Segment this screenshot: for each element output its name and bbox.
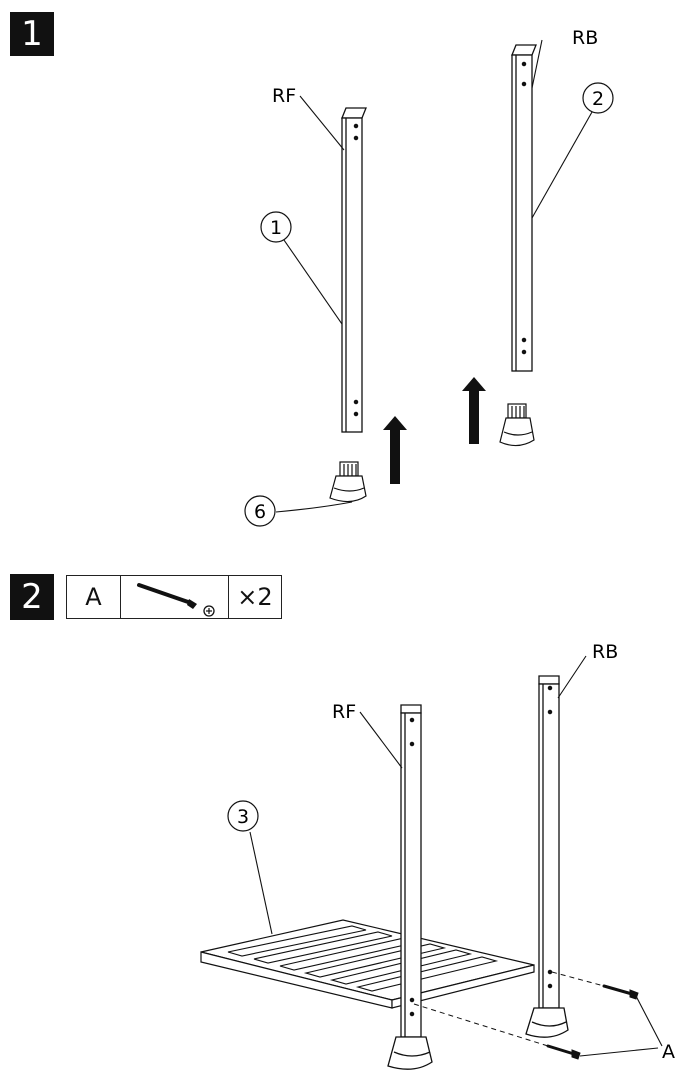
leg-rf-step1 [341,107,367,433]
shelf-part-3 [200,919,535,1009]
label-rf-step2: RF [332,701,356,723]
callout-3: 3 [227,800,259,832]
hardware-table: A ×2 [66,575,282,619]
leg-rb-step2 [525,675,569,1038]
callout-6: 6 [244,495,276,527]
leg-rb-step1 [511,44,537,372]
label-rb-step1: RB [572,27,598,49]
step-1-number: 1 [10,12,54,56]
arrow-up-icon [462,377,486,444]
callout-2: 2 [582,82,614,114]
svg-text:3: 3 [237,806,249,828]
step-2-number: 2 [10,574,54,620]
foot-front [329,461,367,503]
screw-icon [602,984,639,1000]
foot-back [499,403,535,447]
label-screw-a: A [662,1041,675,1063]
label-rf-step1: RF [272,85,296,107]
svg-text:2: 2 [592,88,604,110]
svg-text:1: 1 [270,217,282,239]
hardware-quantity: ×2 [237,583,273,611]
arrow-up-icon [383,416,407,484]
svg-text:6: 6 [254,501,266,523]
hardware-letter: A [67,576,121,618]
callout-1: 1 [260,211,292,243]
leg-rf-step2 [387,704,433,1070]
screw-icon [546,1044,581,1060]
screw-icon [121,576,229,618]
label-rb-step2: RB [592,641,618,663]
